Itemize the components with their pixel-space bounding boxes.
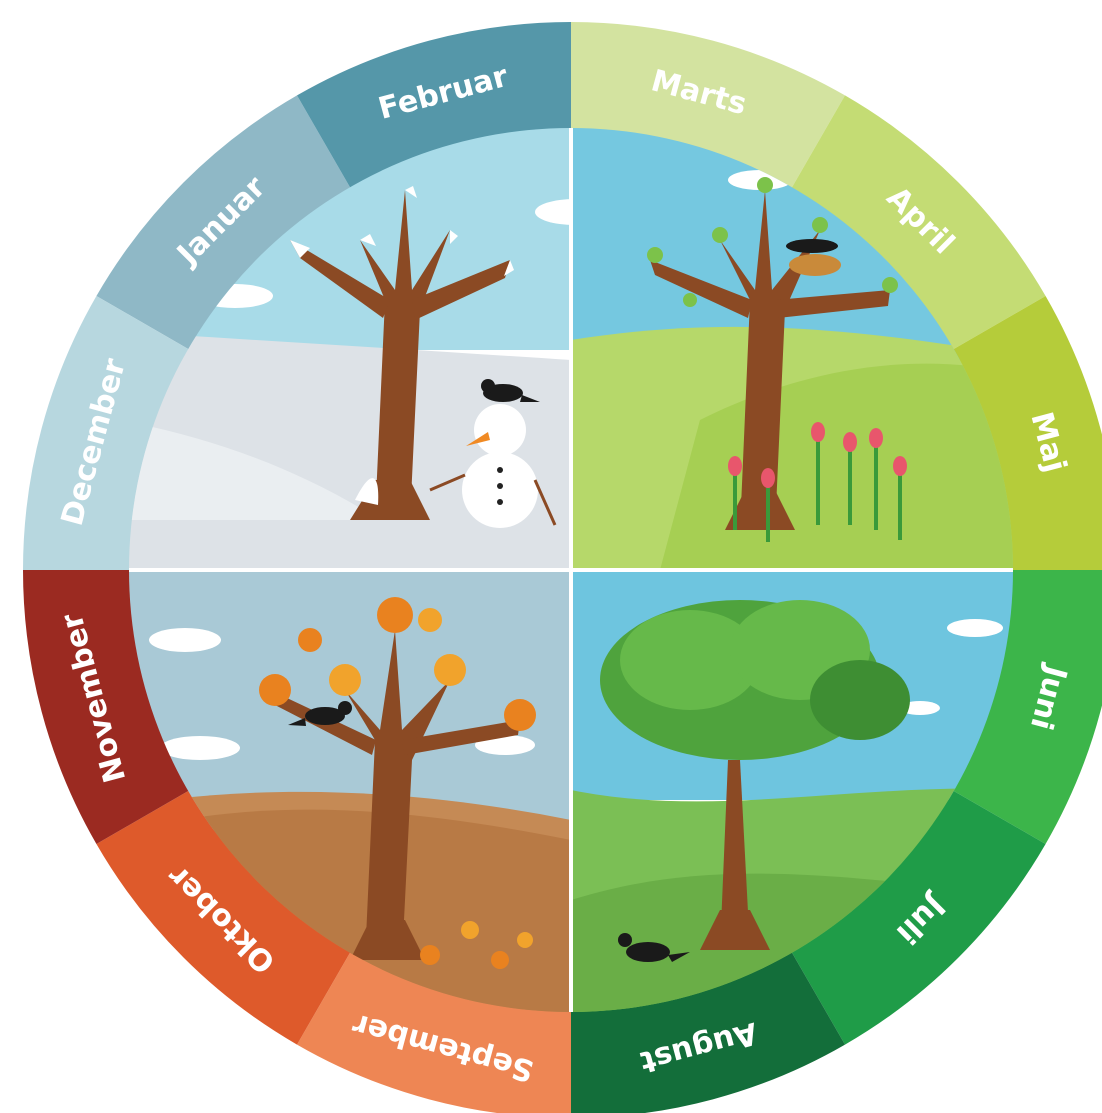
month-segment (96, 790, 351, 1045)
cloud-icon (947, 619, 1003, 637)
month-segment (952, 570, 1102, 844)
leafy-tree-icon (600, 600, 910, 950)
month-segment (23, 570, 190, 844)
cloud-icon (475, 735, 535, 755)
cloud-icon (160, 736, 240, 760)
nest-icon (786, 239, 841, 276)
leaf-pile-icon (420, 921, 533, 969)
budding-tree-icon (647, 177, 898, 530)
month-segment (571, 951, 845, 1113)
month-segment (791, 790, 1046, 1045)
blackbird-icon (481, 379, 540, 402)
month-segment (297, 951, 571, 1113)
bare-tree-icon (290, 186, 514, 520)
month-segment (96, 95, 351, 350)
month-segment (952, 296, 1102, 570)
autumn-tree-icon (259, 597, 536, 960)
month-segment (571, 22, 845, 189)
tulip-icon (728, 422, 907, 542)
month-ring (23, 22, 1102, 1113)
blackbird-icon (288, 701, 352, 726)
month-segment (297, 22, 571, 189)
cloud-icon (900, 701, 940, 715)
cloud-icon (149, 628, 221, 652)
blackbird-icon (618, 933, 690, 962)
month-segment (791, 95, 1046, 350)
month-segment (23, 296, 190, 570)
snowman-icon (429, 404, 557, 528)
